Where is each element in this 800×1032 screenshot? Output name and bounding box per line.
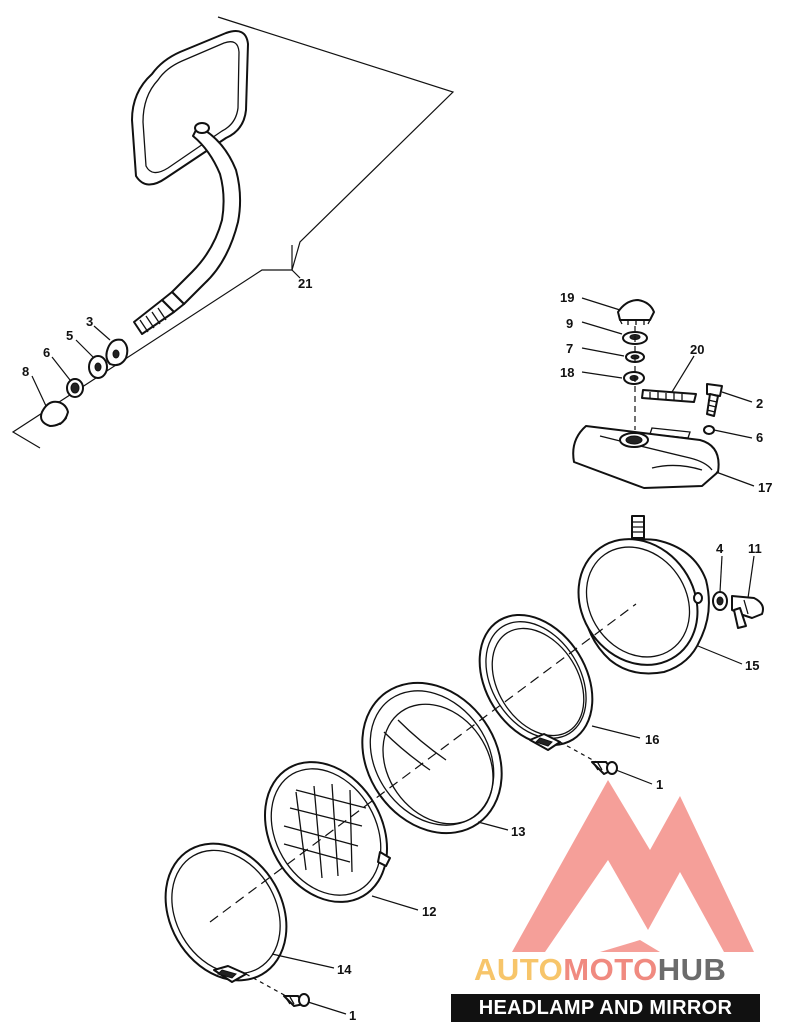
callout-20: 20 [690,342,704,357]
part-18-washer [623,371,645,385]
watermark-hub: HUB [658,952,727,987]
part-12-sealed-beam-lamp [264,761,391,903]
callout-19: 19 [560,290,574,305]
callout-16: 16 [645,732,659,747]
watermark-logo [512,780,754,952]
part-5-washer [88,355,108,379]
callout-17: 17 [758,480,772,495]
callout-15: 15 [745,658,759,673]
part-4-grommet [712,591,728,611]
callout-8: 8 [22,364,29,379]
part-19-cap [617,299,655,325]
mirror-hardware [40,338,129,427]
watermark-moto: MOTO [563,952,657,987]
watermark-text: AUTOMOTOHUB [474,952,726,987]
callout-3: 3 [86,314,93,329]
title-bar: HEADLAMP AND MIRROR [451,994,760,1022]
part-6-lockwasher-small [703,425,715,435]
diagram-title: HEADLAMP AND MIRROR [478,997,733,1019]
callout-6-mirror: 6 [43,345,50,360]
callout-9: 9 [566,316,573,331]
callout-2: 2 [756,396,763,411]
callout-1-upper: 1 [656,777,663,792]
callout-6-bracket: 6 [756,430,763,445]
callout-5: 5 [66,328,73,343]
watermark-triangle-shape [512,780,754,952]
part-2-bolt [706,383,723,417]
part-1-screw-upper [591,761,618,775]
mirror-stem [133,122,242,335]
part-8-acorn-nut [40,400,69,427]
callout-7: 7 [566,341,573,356]
part-6-lockwasher [66,378,84,398]
part-15-headlamp-shell [577,515,710,675]
part-14-retaining-ring [164,842,288,983]
callout-21: 21 [298,276,312,291]
part-13-reflector-ring [361,681,503,835]
part-17-mount-bracket [572,425,720,489]
leader-lines [31,269,755,1015]
callout-11: 11 [748,541,762,556]
part-16-retaining-ring [478,613,594,751]
callout-13: 13 [511,824,525,839]
part-3-nut [105,338,129,367]
part-20-plate [641,389,697,403]
mirror-head [131,30,249,186]
part-11-connector [731,595,764,629]
callout-18: 18 [560,365,574,380]
watermark-auto: AUTO [474,952,563,987]
callout-numbers: 21 3 5 6 8 19 9 7 18 20 2 6 17 4 11 15 1… [22,276,772,1023]
callout-14: 14 [337,962,352,977]
callout-12: 12 [422,904,436,919]
mount-hardware [572,299,723,489]
part-1-screw-lower [283,993,310,1007]
callout-1-lower: 1 [349,1008,356,1023]
callout-4: 4 [716,541,724,556]
